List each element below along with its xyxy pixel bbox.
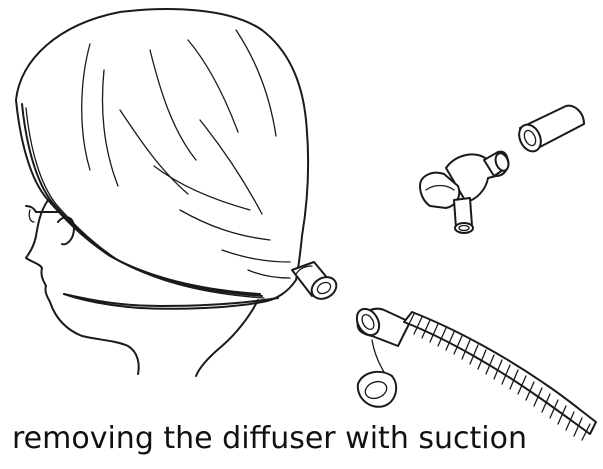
diffuser [420,151,511,233]
hood [16,9,308,309]
head-profile [26,200,258,376]
hood-port [292,262,340,303]
tube-segment [515,106,584,155]
figure-caption: removing the diffuser with suction [12,419,527,459]
